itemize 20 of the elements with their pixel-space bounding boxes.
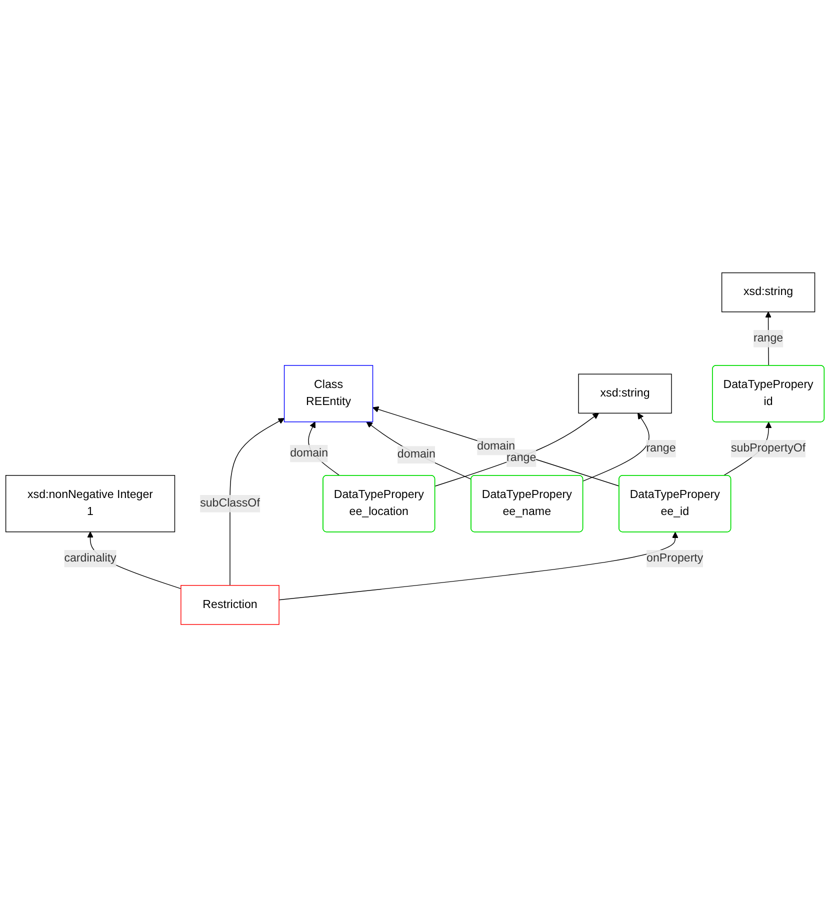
node-box: xsd:string <box>721 272 816 312</box>
node-box: xsd:nonNegative Integer 1 <box>5 474 176 532</box>
node-box: Class REEntity <box>284 364 374 422</box>
edge-label: domain <box>477 440 516 452</box>
edge-label: cardinality <box>64 552 116 564</box>
arrow <box>230 418 285 586</box>
node-box: xsd:string <box>578 374 672 414</box>
edge-label: range <box>753 332 784 344</box>
edge-label: domain <box>397 448 436 460</box>
arrow <box>434 412 599 486</box>
arrow <box>278 532 678 600</box>
edge-label: onProperty <box>646 552 704 564</box>
edge-label: subPropertyOf <box>730 442 806 454</box>
edge-label: subClassOf <box>200 496 260 510</box>
edge-label: range <box>646 442 676 454</box>
arrow <box>582 412 650 482</box>
arrow <box>366 421 472 480</box>
edge-label: range <box>506 452 536 464</box>
edge-label: domain <box>290 446 328 460</box>
node-box: Restriction <box>180 584 280 625</box>
